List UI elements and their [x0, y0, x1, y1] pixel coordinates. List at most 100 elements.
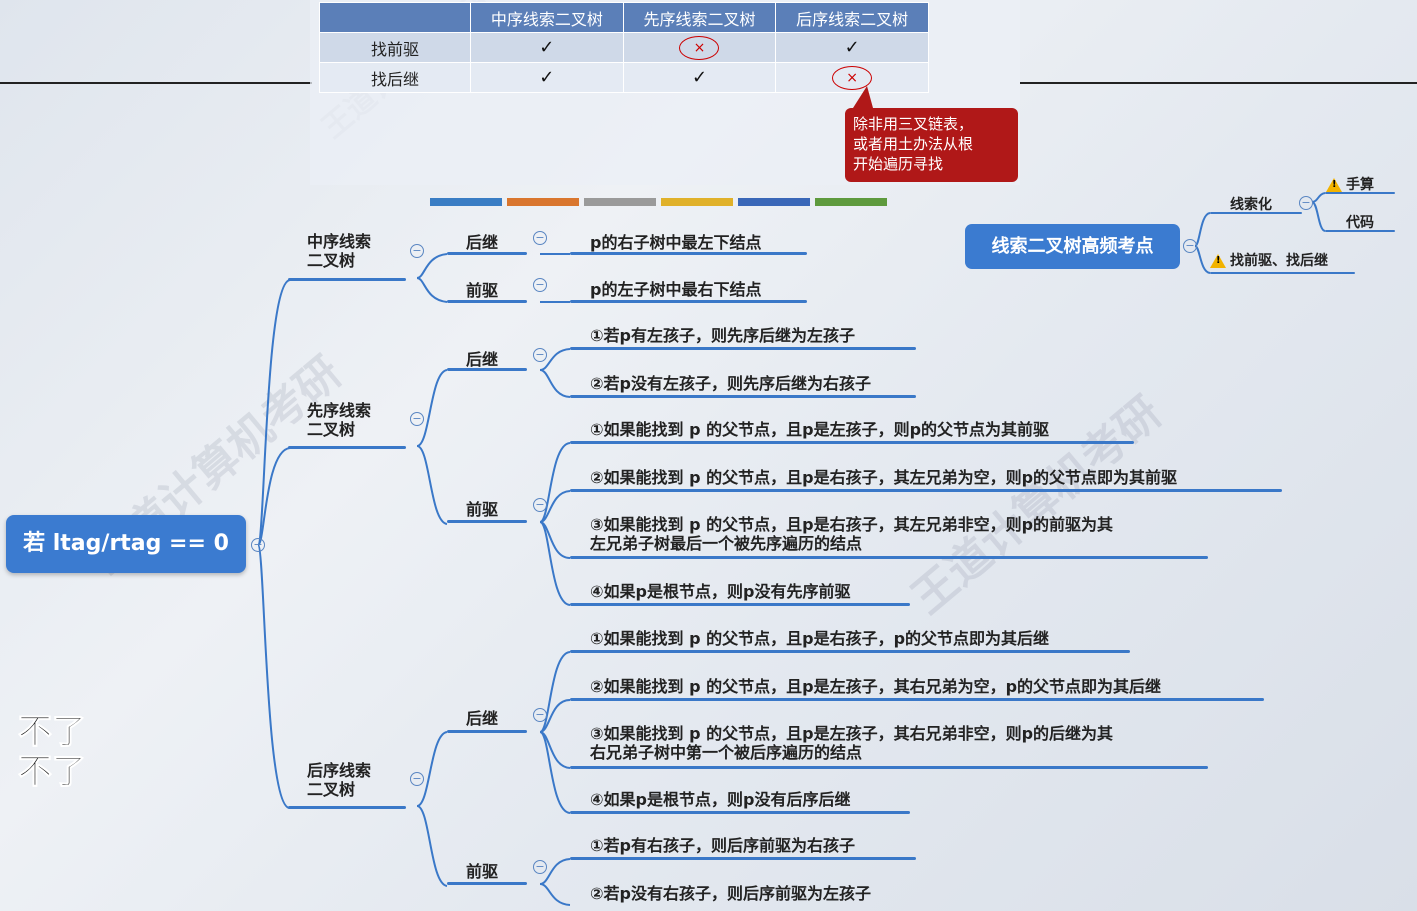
mindmap-root[interactable]: 若 ltag/rtag == 0	[6, 515, 246, 573]
check-icon: ✓	[622, 62, 777, 93]
slide-divider-right	[1020, 82, 1417, 84]
leaf-item-continued: 左兄弟子树最后一个被先序遍历的结点	[590, 534, 863, 553]
underline	[447, 730, 527, 733]
branch-label-line: 中序线索	[307, 232, 372, 251]
underline	[570, 441, 1134, 444]
color-bar	[507, 198, 579, 206]
collapse-icon[interactable]: −	[1183, 239, 1197, 253]
collapse-icon[interactable]: −	[533, 278, 547, 292]
color-bar	[430, 198, 502, 206]
underline	[288, 446, 406, 449]
table-header-cell: 先序线索二叉树	[622, 2, 777, 33]
callout-note: 除非用三叉链表， 或者用土办法从根 开始遍历寻找	[845, 86, 1018, 182]
leaf-item: ①若p有左孩子，则先序后继为左孩子	[590, 326, 856, 345]
warning-icon	[1326, 178, 1342, 192]
side-map-root[interactable]: 线索二叉树高频考点	[965, 224, 1180, 269]
underline	[570, 347, 916, 350]
underline	[570, 650, 1130, 653]
callout-line: 或者用土办法从根	[853, 135, 974, 153]
collapse-icon[interactable]: −	[533, 348, 547, 362]
postorder-pred-label[interactable]: 前驱	[466, 862, 499, 881]
leaf-item: ①如果能找到 p 的父节点，且p是右孩子，p的父节点即为其后继	[590, 629, 1050, 648]
underline	[447, 882, 527, 885]
underline	[570, 857, 916, 860]
inorder-pred-label[interactable]: 前驱	[466, 281, 499, 300]
leaf-item: ②如果能找到 p 的父节点，且p是右孩子，其左兄弟为空，则p的父节点即为其前驱	[590, 468, 1178, 487]
leaf-item: ④如果p是根节点，则p没有后序后继	[590, 790, 851, 809]
underline	[1325, 230, 1395, 232]
underline	[447, 520, 527, 523]
check-icon: ✓	[775, 32, 929, 63]
underline	[447, 252, 527, 255]
underline	[288, 806, 406, 809]
underline	[570, 556, 1208, 559]
color-bar	[584, 198, 656, 206]
slide-divider-left	[0, 82, 312, 84]
branch-label-line: 后序线索	[307, 761, 372, 780]
underline	[570, 698, 1264, 701]
collapse-icon[interactable]: −	[533, 860, 547, 874]
check-icon: ✓	[470, 32, 624, 63]
underline	[570, 300, 807, 303]
sticker-text: 不了	[18, 712, 87, 753]
leaf-item: ①若p有右孩子，则后序前驱为右孩子	[590, 836, 856, 855]
collapse-icon[interactable]: −	[1299, 196, 1313, 210]
collapse-icon[interactable]: −	[533, 231, 547, 245]
branch-label-line: 二叉树	[307, 780, 356, 799]
sticker-image: 不了 不了	[18, 712, 87, 793]
table-row-label: 找前驱	[319, 32, 471, 63]
inorder-succ-label[interactable]: 后继	[466, 233, 499, 252]
color-bar	[738, 198, 810, 206]
table-header-cell: 后序线索二叉树	[775, 2, 929, 33]
leaf-item: ②如果能找到 p 的父节点，且p是左孩子，其右兄弟为空，p的父节点即为其后继	[590, 677, 1162, 696]
collapse-icon[interactable]: −	[410, 412, 424, 426]
underline	[447, 368, 527, 371]
table-row: 找前驱 ✓ × ✓	[319, 32, 929, 63]
branch-preorder[interactable]: 先序线索 二叉树	[307, 401, 371, 439]
collapse-icon[interactable]: −	[533, 708, 547, 722]
underline	[447, 300, 527, 303]
branch-label-line: 先序线索	[307, 401, 372, 420]
leaf-item: ③如果能找到 p 的父节点，且p是右孩子，其左兄弟非空，则p的前驱为其	[590, 515, 1114, 534]
callout-line: 开始遍历寻找	[853, 155, 944, 173]
underline	[1210, 272, 1355, 274]
postorder-succ-label[interactable]: 后继	[466, 709, 499, 728]
side-branch-threading[interactable]: 线索化	[1230, 197, 1272, 213]
branch-label-line: 二叉树	[307, 251, 356, 270]
underline	[1210, 212, 1302, 214]
preorder-succ-label[interactable]: 后继	[466, 350, 499, 369]
sticker-text: 不了	[18, 752, 87, 793]
table-header-cell	[319, 2, 471, 33]
thread-tree-table: 中序线索二叉树 先序线索二叉树 后序线索二叉树 找前驱 ✓ × ✓ 找后继 ✓ …	[319, 2, 929, 93]
branch-inorder[interactable]: 中序线索 二叉树	[307, 232, 371, 270]
branch-postorder[interactable]: 后序线索 二叉树	[307, 761, 371, 799]
underline	[570, 766, 1208, 769]
branch-label-line: 二叉树	[307, 420, 356, 439]
leaf-item: p的右子树中最左下结点	[590, 233, 762, 252]
underline	[570, 603, 910, 606]
side-leaf-code: 代码	[1346, 215, 1374, 231]
underline	[570, 252, 807, 255]
underline	[570, 811, 910, 814]
underline	[570, 489, 1282, 492]
leaf-item: ①如果能找到 p 的父节点，且p是左孩子，则p的父节点为其前驱	[590, 420, 1050, 439]
callout-line: 除非用三叉链表，	[853, 115, 974, 133]
collapse-icon[interactable]: −	[410, 244, 424, 258]
preorder-pred-label[interactable]: 前驱	[466, 500, 499, 519]
collapse-icon[interactable]: −	[410, 772, 424, 786]
leaf-item: ②若p没有左孩子，则先序后继为右孩子	[590, 374, 872, 393]
collapse-icon[interactable]: −	[251, 538, 265, 552]
underline	[288, 278, 406, 281]
collapse-icon[interactable]: −	[533, 498, 547, 512]
side-branch-find[interactable]: 找前驱、找后继	[1210, 250, 1328, 270]
leaf-item: ④如果p是根节点，则p没有先序前驱	[590, 582, 851, 601]
underline	[1325, 192, 1395, 194]
side-leaf-manual: 手算	[1326, 174, 1374, 194]
table-row-label: 找后继	[319, 62, 471, 93]
warning-icon	[1210, 254, 1226, 268]
color-bar	[661, 198, 733, 206]
leaf-item: ②若p没有右孩子，则后序前驱为左孩子	[590, 884, 872, 903]
table-header-cell: 中序线索二叉树	[470, 2, 624, 33]
color-bar	[815, 198, 887, 206]
